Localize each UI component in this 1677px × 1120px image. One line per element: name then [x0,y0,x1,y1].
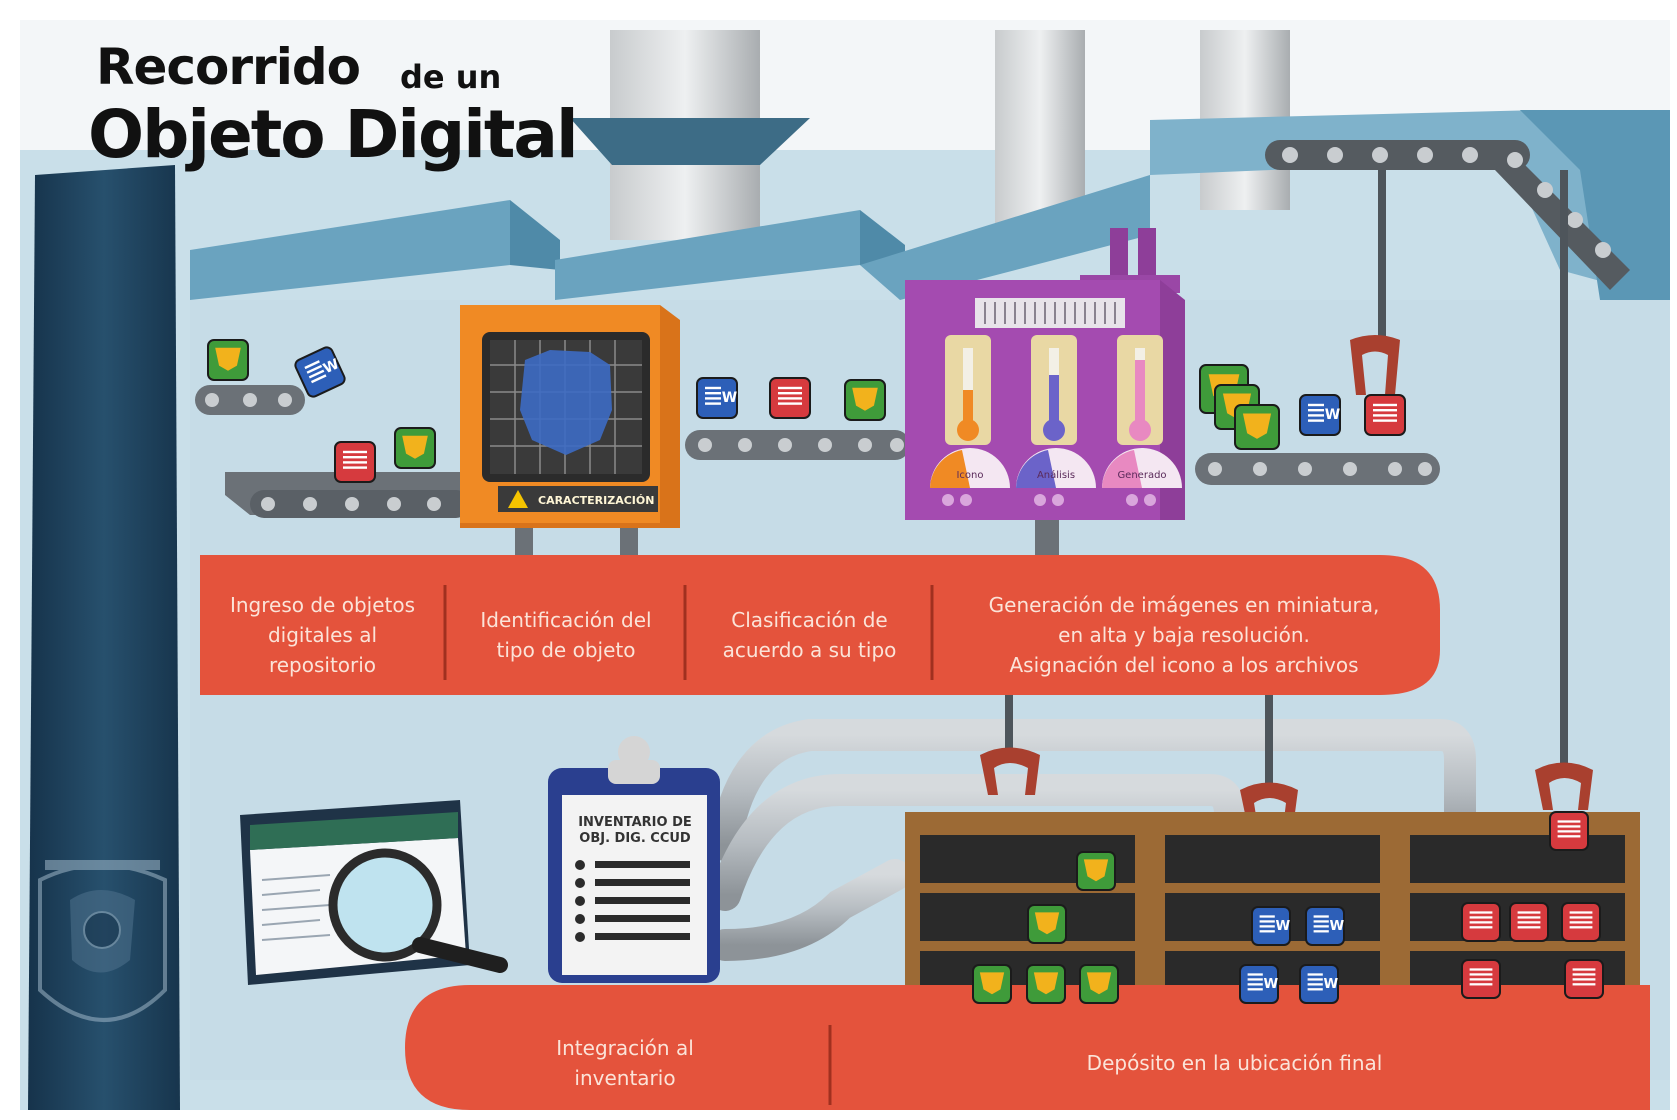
inventory-clipboard [548,736,720,983]
chimney-right-1 [995,30,1085,230]
catalog-screen [240,800,508,985]
generator-machine [905,228,1185,565]
pdf-file-icon [1549,811,1589,851]
pdf-file-icon [1461,959,1501,999]
characterization-label: CARACTERIZACIÓN [538,494,655,507]
svg-text:W: W [1276,919,1291,934]
pdf-file-icon [769,377,811,419]
title-line-1: Recorrido [96,38,361,96]
svg-text:W: W [1325,407,1340,423]
jpg-file-icon [1234,404,1280,450]
roof-panel-right [1520,110,1670,320]
svg-text:W: W [321,356,342,377]
chimney-cap [570,118,810,165]
pdf-file-icon [1509,902,1549,942]
pdf-file-icon [1561,902,1601,942]
gauge-label-icono: Icono [956,470,984,481]
stage-label-clasificacion: Clasificación de acuerdo a su tipo [722,608,897,662]
upper-process-band [200,555,1440,695]
gauge-label-generado: Generado [1117,470,1167,481]
word-file-icon: W [1305,906,1345,946]
word-file-icon: W [1299,394,1341,436]
inventory-title: INVENTARIO DE OBJ. DIG. CCUD [578,815,692,846]
overhead-rail [1265,140,1630,770]
jpg-file-icon [844,379,886,421]
jpg-file-icon [1079,964,1119,1004]
roof-panel [860,175,1150,300]
lower-process-band [405,985,1650,1110]
stage-label-ingreso: Ingreso de objetos digitales al reposito… [229,593,416,677]
jpg-file-icon [394,427,436,469]
svg-text:W: W [722,390,737,406]
pipes [709,719,1476,961]
word-file-icon: W [1239,964,1279,1004]
pdf-file-icon [1564,959,1604,999]
stage-label-identificacion: Identificación del tipo de objeto [480,608,652,662]
conveyor-3 [685,430,910,460]
pdf-file-icon [1364,394,1406,436]
pillar [28,165,180,1110]
jpg-file-icon [207,339,249,381]
conveyor-4 [1195,453,1440,485]
svg-text:W: W [1330,919,1345,934]
stage-label-deposito: Depósito en la ubicación final [1086,1050,1383,1075]
unam-emblem [38,860,167,1022]
roof-panel [510,200,560,270]
stage-label-generacion: Generación de imágenes en miniatura, en … [988,593,1380,677]
conveyor-2 [225,472,470,518]
svg-text:W: W [1324,977,1339,992]
word-file-icon: W [1251,906,1291,946]
jpg-file-icon [1026,964,1066,1004]
svg-text:W: W [1264,977,1279,992]
title-connector: de un [400,58,502,96]
jpg-file-icon [1076,851,1116,891]
title-line-2: Objeto Digital [88,96,579,173]
conveyor-1 [195,385,305,415]
gauge-label-analisis: Análisis [1036,470,1076,481]
word-file-icon: W [1299,964,1339,1004]
roof-panel [555,210,860,300]
stage-label-integracion: Integración al inventario [556,1035,694,1090]
word-file-icon: W [294,346,346,398]
jpg-file-icon [972,964,1012,1004]
claw [1350,335,1400,395]
jpg-file-icon [1027,904,1067,944]
roof-panel [190,200,510,300]
pdf-file-icon [334,441,376,483]
pdf-file-icon [1461,902,1501,942]
word-file-icon: W [696,377,738,419]
